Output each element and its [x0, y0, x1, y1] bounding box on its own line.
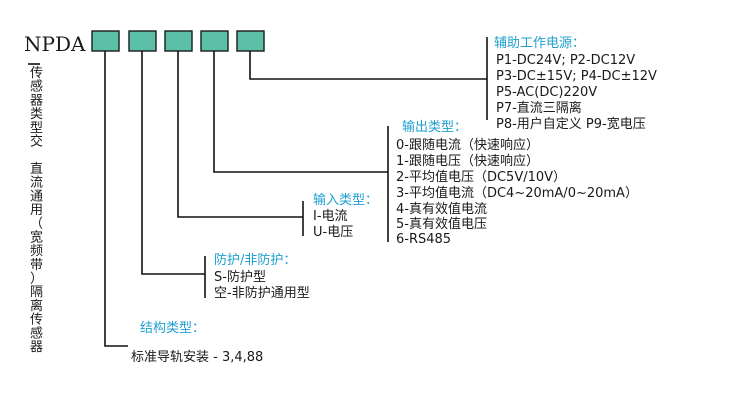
protection-line-2: 空-非防护通用型: [214, 285, 310, 301]
connector-protection: [141, 51, 205, 275]
structure-section: 结构类型： 标准导轨安装 - 3,4,88: [131, 321, 263, 365]
code-box-input: [164, 30, 193, 52]
connector-input: [177, 51, 303, 218]
vertical-description-char: 感: [30, 325, 43, 341]
vertical-description-char: 用: [30, 203, 43, 218]
vertical-description-char: 离: [30, 298, 43, 314]
input-type-section: 输入类型： I-电流 U-电压: [313, 192, 378, 240]
vertical-description: 传感器类型交 直流通用（宽频带）隔离传感器: [30, 66, 43, 355]
output-type-title: 输出类型：: [402, 119, 467, 135]
code-box-protection: [128, 30, 157, 52]
output-type-line-4: 3-平均值电流（DC4~20mA/0~20mA）: [396, 185, 638, 201]
aux-power-section: 辅助工作电源： P1-DC24V; P2-DC12V P3-DC±15V; P4…: [494, 36, 657, 132]
output-type-line-6: 5-真有效值电压: [396, 216, 487, 232]
aux-power-line-3: P5-AC(DC)220V: [496, 85, 597, 100]
vertical-description-char: 直: [30, 162, 43, 177]
output-type-line-5: 4-真有效值电流: [396, 201, 487, 217]
structure-line-1: 标准导轨安装 - 3,4,88: [131, 350, 263, 365]
protection-line-1: S-防护型: [214, 269, 266, 285]
vertical-description-char: 流: [30, 176, 43, 191]
input-type-title: 输入类型：: [313, 192, 378, 208]
aux-power-line-1: P1-DC24V; P2-DC12V: [496, 53, 635, 68]
vertical-description-char: 频: [30, 244, 43, 259]
vertical-description-char: 带: [30, 258, 43, 273]
connector-structure: [104, 51, 128, 347]
code-box-output: [200, 30, 229, 52]
output-type-section: 输出类型： 0-跟随电流（快速响应） 1-跟随电压（快速响应） 2-平均值电压（…: [396, 119, 638, 247]
protection-section: 防护/非防护： S-防护型 空-非防护通用型: [214, 252, 310, 301]
output-type-line-2: 1-跟随电压（快速响应）: [396, 153, 539, 169]
output-type-line-7: 6-RS485: [396, 232, 451, 247]
model-name: NPDA: [24, 32, 86, 56]
vertical-description-char: 传: [30, 313, 43, 328]
vertical-description-char: 隔: [30, 285, 43, 300]
vertical-description-char: 类: [30, 107, 43, 122]
vertical-description-char: 感: [30, 79, 43, 95]
aux-power-title: 辅助工作电源：: [494, 36, 585, 51]
vertical-description-char: 型: [30, 121, 43, 136]
vertical-description-char: 交: [30, 134, 43, 150]
connector-lines: [104, 37, 488, 347]
connector-output: [213, 51, 388, 173]
code-boxes: [91, 30, 265, 52]
output-type-line-1: 0-跟随电流（快速响应）: [396, 137, 539, 153]
code-box-aux-power: [236, 30, 265, 52]
vertical-description-char: 器: [30, 93, 43, 108]
protection-title: 防护/非防护：: [214, 252, 296, 268]
vertical-description-char: 通: [30, 189, 43, 204]
aux-power-line-4: P7-直流三隔离: [496, 100, 582, 116]
code-box-structure: [91, 30, 120, 52]
vertical-description-char: 宽: [30, 229, 43, 245]
connector-aux-power: [249, 51, 487, 80]
structure-title: 结构类型：: [140, 321, 205, 336]
vertical-description-char: ）: [30, 272, 43, 287]
vertical-description-char: （: [30, 217, 43, 232]
aux-power-line-5: P8-用户自定义 P9-宽电压: [496, 116, 646, 132]
aux-power-line-2: P3-DC±15V; P4-DC±12V: [496, 69, 657, 84]
output-type-line-3: 2-平均值电压（DC5V/10V）: [396, 169, 566, 185]
vertical-description-char: 传: [30, 66, 43, 81]
input-type-line-1: I-电流: [313, 209, 348, 224]
input-type-line-2: U-电压: [313, 225, 353, 240]
vertical-description-char: 器: [30, 340, 43, 355]
